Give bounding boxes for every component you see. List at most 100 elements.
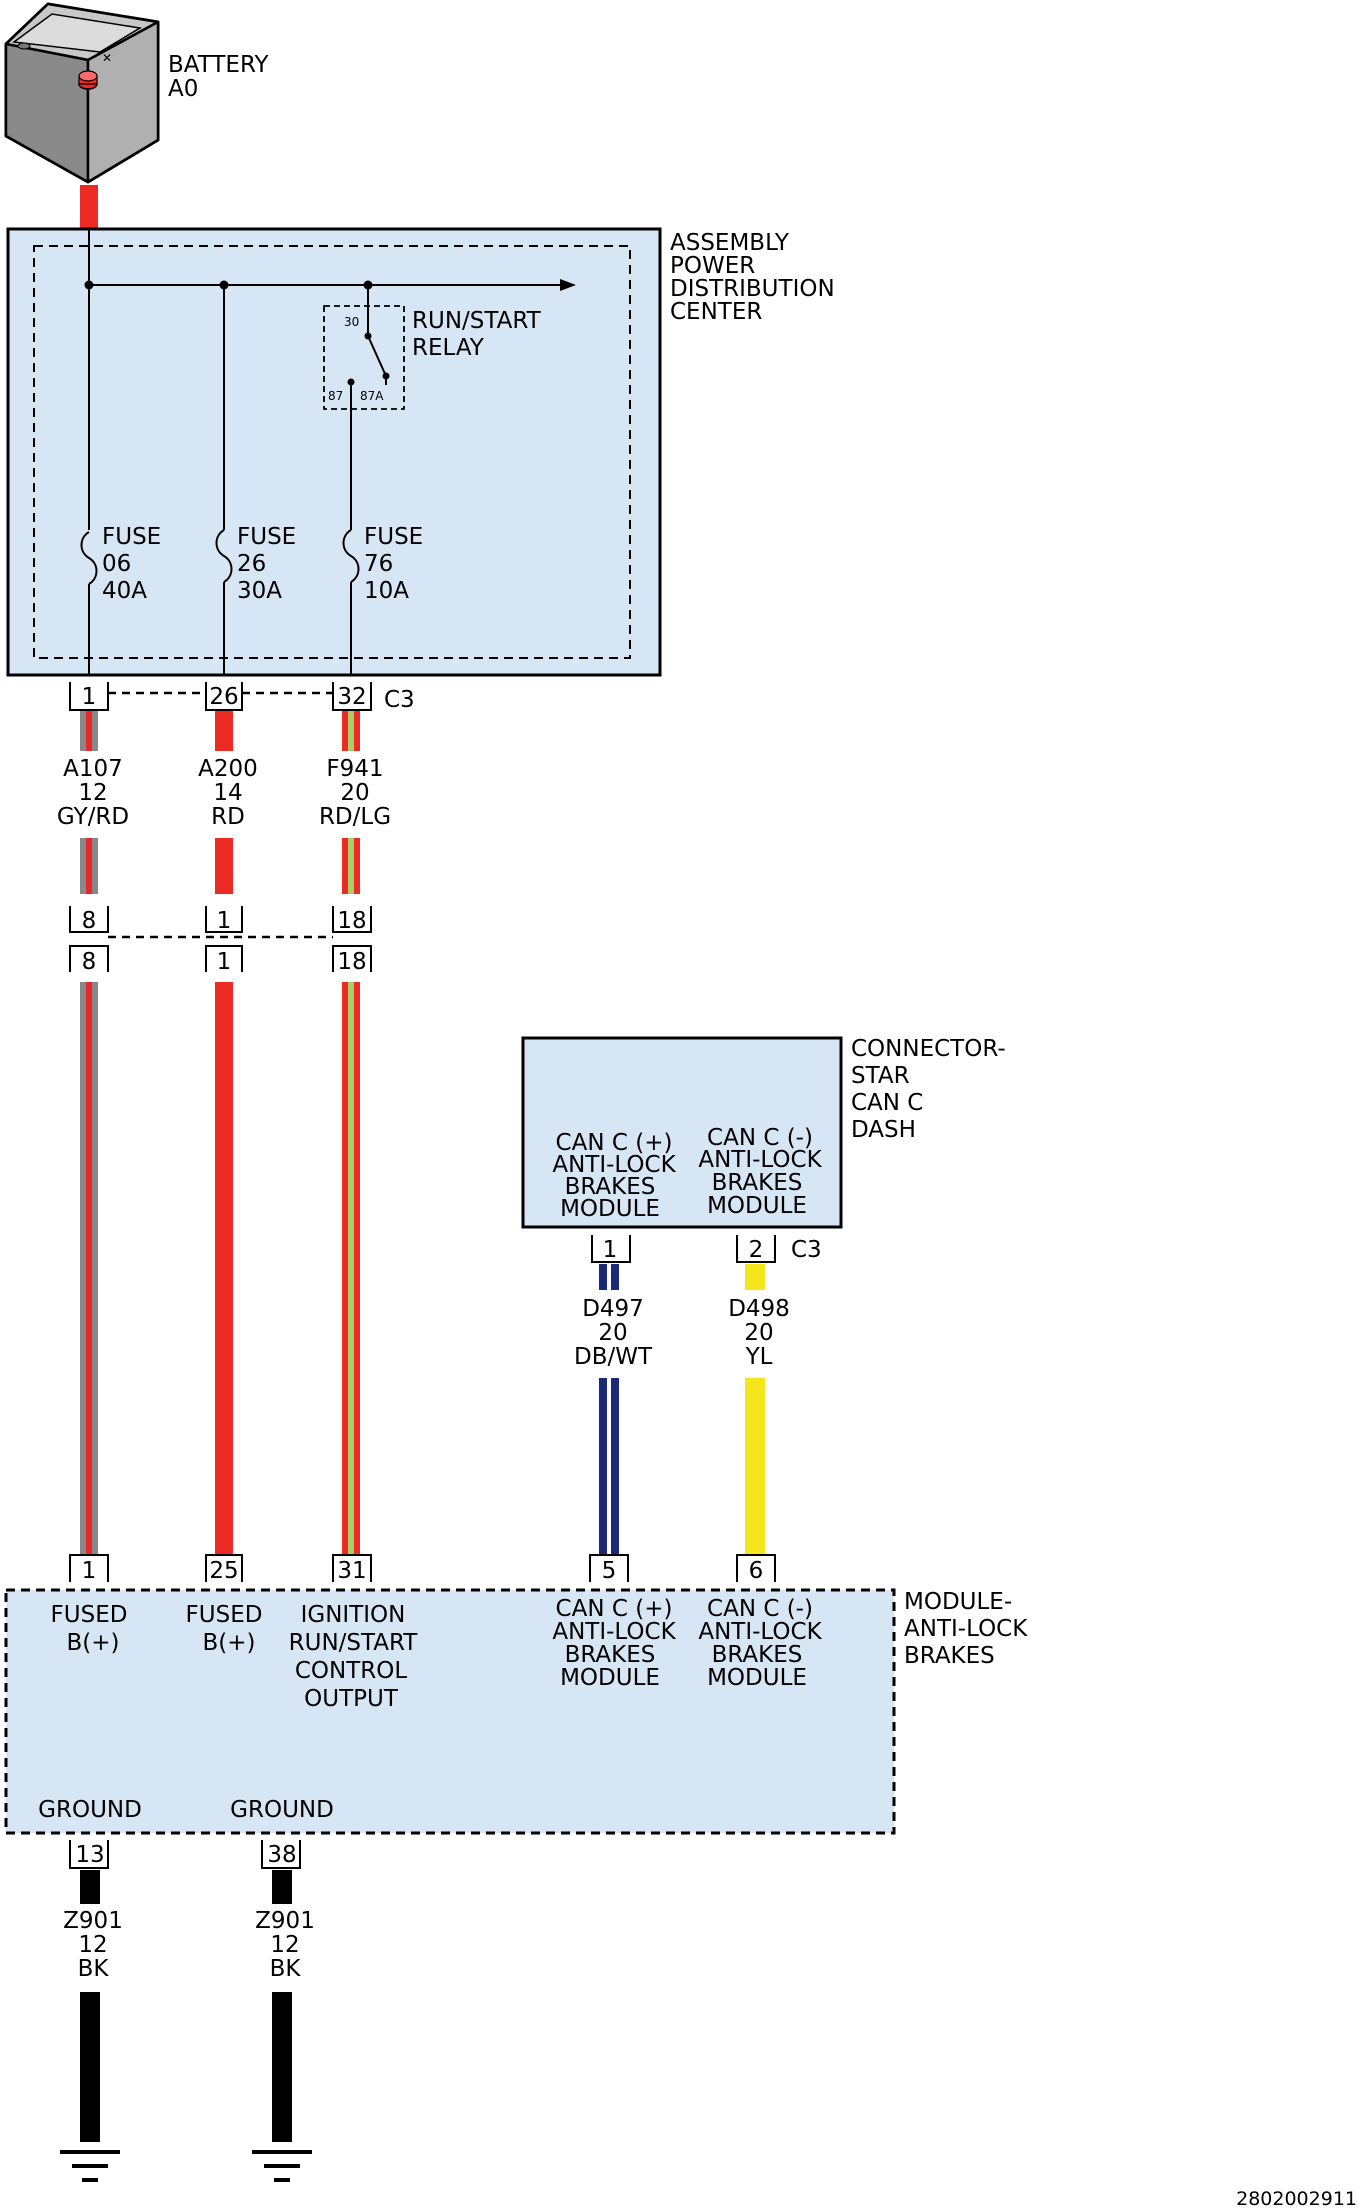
- star-connector-name: C3: [791, 1237, 822, 1263]
- wire-d497-color: DB/WT: [574, 1344, 653, 1370]
- relay-pin-30: 30: [344, 315, 359, 329]
- fuse-76: [342, 529, 360, 675]
- abs-pin-1-label-1: FUSED: [51, 1602, 128, 1628]
- wire-f941-lower: [342, 982, 360, 1554]
- ground-wire-2-gauge: 12: [270, 1932, 299, 1958]
- wire-a107-color: GY/RD: [57, 804, 129, 830]
- inline-upper-pin-1: 1: [217, 908, 232, 934]
- abs-pin-6: 6: [749, 1558, 764, 1584]
- abs-pin-1-label-2: B(+): [67, 1630, 120, 1656]
- pdc-title-line-2: POWER: [670, 253, 755, 279]
- star-title-line-3: CAN C: [851, 1090, 923, 1116]
- pdc-connector-c3: [69, 682, 372, 711]
- abs-title-line-2: ANTI-LOCK: [904, 1616, 1028, 1642]
- abs-pin-25-label-2: B(+): [203, 1630, 256, 1656]
- ground-wire-1-gauge: 12: [78, 1932, 107, 1958]
- battery-id: A0: [168, 76, 198, 102]
- fuse-76-rating: 10A: [364, 578, 409, 604]
- abs-title-line-1: MODULE-: [904, 1589, 1012, 1615]
- abs-pin-25-label-1: FUSED: [186, 1602, 263, 1628]
- inline-lower-pin-1: 1: [217, 949, 232, 975]
- relay-name-line-1: RUN/START: [412, 308, 542, 334]
- power-distribution-center-box: [6, 227, 662, 677]
- abs-pin-6-label-4: MODULE: [707, 1665, 807, 1691]
- abs-pin-31: 31: [337, 1558, 366, 1584]
- pdc-inner-boundary: [33, 245, 631, 659]
- fuse-06-rating: 40A: [102, 578, 147, 604]
- ground-wire-1-lower: [80, 1992, 100, 2142]
- star-left-line-1: CAN C (+): [556, 1130, 673, 1156]
- pdc-connector-name: C3: [384, 687, 415, 713]
- battery-name: BATTERY: [168, 52, 269, 78]
- inline-upper-pin-18: 18: [337, 908, 366, 934]
- fuse-26-word: FUSE: [237, 524, 296, 550]
- ground-wire-2-lower: [272, 1992, 292, 2142]
- wire-f941-circuit: F941: [326, 756, 383, 782]
- ground-wire-2-upper: [272, 1870, 292, 1904]
- wire-d498-lower: [745, 1378, 765, 1554]
- wire-d497-upper: [599, 1264, 619, 1290]
- abs-pin-31-label-1: IGNITION: [301, 1602, 406, 1628]
- ground-symbol-icon: [252, 2150, 312, 2182]
- wire-d498-circuit: D498: [728, 1296, 790, 1322]
- star-connector-c3: [591, 1235, 776, 1263]
- wire-a107-gauge: 12: [78, 780, 107, 806]
- battery-cable: [80, 185, 98, 229]
- diagram-code: 2802002911: [1236, 2188, 1357, 2208]
- abs-pin-31-label-3: CONTROL: [295, 1658, 408, 1684]
- abs-top-pins: [69, 1554, 776, 1582]
- pdc-pin-26: 26: [209, 684, 238, 710]
- fuse-26-number: 26: [237, 551, 266, 577]
- wire-f941-upper: [342, 711, 360, 751]
- battery-icon: ✕: [4, 2, 160, 184]
- pdc-pin-1: 1: [82, 684, 97, 710]
- relay-pin-87a: 87A: [360, 389, 384, 403]
- abs-pin-25: 25: [209, 1558, 238, 1584]
- ground-wire-1-circuit: Z901: [63, 1908, 123, 1934]
- abs-pin-5-label-1: CAN C (+): [556, 1596, 673, 1622]
- relay-pin-87: 87: [328, 389, 343, 403]
- abs-pin-5-label-3: BRAKES: [565, 1642, 656, 1668]
- abs-module-box: [4, 1588, 896, 1835]
- fuse-26: [215, 529, 233, 675]
- star-right-line-1: CAN C (-): [707, 1125, 813, 1151]
- battery-minus-mark: ✕: [102, 51, 112, 65]
- star-left-line-4: MODULE: [560, 1196, 660, 1222]
- wire-a200-circuit: A200: [198, 756, 258, 782]
- wire-f941-gauge: 20: [340, 780, 369, 806]
- star-title-line-2: STAR: [851, 1063, 910, 1089]
- relay-name-line-2: RELAY: [412, 335, 485, 361]
- ground-wire-2-color: BK: [270, 1956, 302, 1982]
- abs-ground-pins: [69, 1840, 301, 1869]
- wire-a200-lower: [215, 982, 233, 1554]
- star-left-line-2: ANTI-LOCK: [552, 1152, 676, 1178]
- pdc-title-line-3: DISTRIBUTION: [670, 276, 835, 302]
- wire-a107-middle: [80, 838, 98, 894]
- abs-pin-6-label-3: BRAKES: [712, 1642, 803, 1668]
- pdc-title-line-4: CENTER: [670, 299, 762, 325]
- wire-a200-gauge: 14: [213, 780, 242, 806]
- wire-d498-upper: [745, 1264, 765, 1290]
- star-title-line-1: CONNECTOR-: [851, 1036, 1006, 1062]
- wire-d497-circuit: D497: [582, 1296, 644, 1322]
- wire-d498-color: YL: [745, 1344, 773, 1370]
- star-title-line-4: DASH: [851, 1117, 916, 1143]
- fuse-06: [80, 285, 98, 675]
- star-pin-1: 1: [603, 1237, 618, 1263]
- abs-ground-pin-13: 13: [75, 1842, 104, 1868]
- wire-a200-color: RD: [211, 804, 245, 830]
- ground-symbol-icon: [60, 2150, 120, 2182]
- fuse-26-rating: 30A: [237, 578, 282, 604]
- wire-a107-lower: [80, 982, 98, 1554]
- star-right-line-3: BRAKES: [712, 1170, 803, 1196]
- inline-connector: [69, 906, 372, 972]
- inline-lower-pin-18: 18: [337, 949, 366, 975]
- abs-title-line-3: BRAKES: [904, 1643, 995, 1669]
- ground-wire-1-upper: [80, 1870, 100, 1904]
- star-left-line-3: BRAKES: [565, 1174, 656, 1200]
- star-pin-2: 2: [749, 1237, 764, 1263]
- abs-pin-31-label-4: OUTPUT: [304, 1686, 399, 1712]
- fuse-76-number: 76: [364, 551, 393, 577]
- ground-wire-1-color: BK: [78, 1956, 110, 1982]
- abs-pin-6-label-2: ANTI-LOCK: [698, 1619, 822, 1645]
